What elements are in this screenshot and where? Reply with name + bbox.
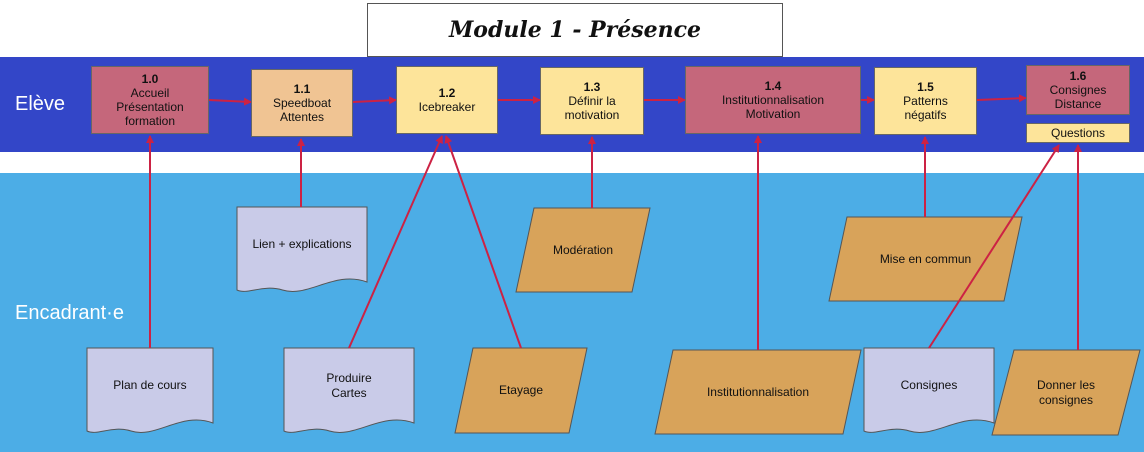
arrow-etayage-to-1-2 <box>444 135 522 349</box>
arrow-1-1-to-1-2 <box>352 96 397 105</box>
step-number: 1.3 <box>583 80 601 94</box>
step-number: 1.4 <box>764 79 782 93</box>
step-number: 1.1 <box>293 82 311 96</box>
action-moderation-shape <box>515 207 651 293</box>
doc-cartes-shape <box>283 347 415 433</box>
action-mise-en-commun-shape <box>828 216 1023 302</box>
step-label-line: Distance <box>1054 97 1102 111</box>
step-number: 1.6 <box>1069 69 1087 83</box>
step-label-line: négatifs <box>904 108 947 122</box>
module-title: Module 1 - Présence <box>448 17 702 43</box>
module-title-box: Module 1 - Présence <box>367 3 783 57</box>
action-donner-consignes-shape <box>991 349 1141 436</box>
step-label-line: Motivation <box>745 107 801 121</box>
step-label-line: Consignes <box>1049 83 1107 97</box>
step-label-line: Institutionnalisation <box>721 93 825 107</box>
questions-box: Questions <box>1026 123 1130 143</box>
step-number: 1.2 <box>438 86 456 100</box>
arrow-cartes-to-1-2 <box>348 135 443 349</box>
doc-plan-shape <box>86 347 214 433</box>
step-label-line: formation <box>124 114 176 128</box>
step-label-line: Définir la <box>568 94 616 108</box>
doc-lien-shape <box>236 206 368 292</box>
arrow-consignes-to-questions <box>928 144 1060 349</box>
step-number: 1.5 <box>917 80 934 94</box>
action-etayage-shape <box>454 347 588 434</box>
arrow-1-5-to-1-6 <box>976 94 1027 103</box>
step-label-line: Speedboat <box>272 96 332 110</box>
lane-eleve-label: Elève <box>15 93 66 115</box>
action-institutionnalisation-shape <box>654 349 862 435</box>
step-number: 1.0 <box>141 72 159 86</box>
step-label-line: motivation <box>564 108 620 122</box>
doc-consignes-shape <box>863 347 995 433</box>
step-label-line: Présentation <box>116 100 184 114</box>
step-label-line: Attentes <box>279 110 325 124</box>
step-label-line: Patterns <box>903 94 948 108</box>
step-label-line: Icebreaker <box>418 100 476 114</box>
lane-encadrant-label: Encadrant·e <box>15 302 124 324</box>
arrow-1-0-to-1-1 <box>208 97 252 106</box>
step-label-line: Accueil <box>130 86 170 100</box>
